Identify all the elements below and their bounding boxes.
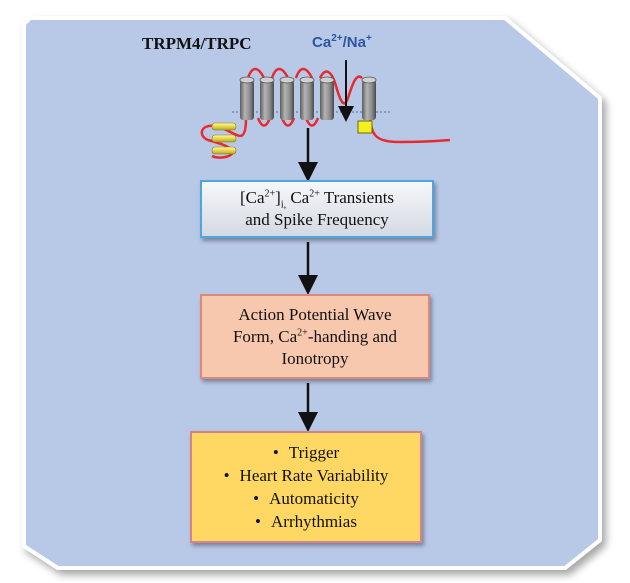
cytoplasmic-domains (211, 120, 373, 155)
channel-name: TRPM4/TRPC (142, 34, 252, 53)
list-item: Automaticity (224, 487, 389, 510)
box-outcomes: Trigger Heart Rate Variability Automatic… (190, 431, 422, 543)
box1-line2: and Spike Frequency (245, 210, 389, 229)
ion-label: Ca2+/Na+ (312, 33, 372, 52)
list-item: Heart Rate Variability (224, 464, 389, 487)
box2-line1: Action Potential Wave (238, 304, 392, 324)
list-item: Trigger (224, 441, 389, 464)
box-calcium-transients: [Ca2+]i, Ca2+ Transients and Spike Frequ… (200, 180, 434, 238)
box2-line3: Ionotropy (281, 348, 349, 368)
channel-tail (368, 117, 451, 144)
box1-line1: [Ca2+]i, Ca2+ Transients (239, 188, 395, 211)
list-item: Arrhythmias (224, 510, 389, 533)
outcome-list: Trigger Heart Rate Variability Automatic… (224, 441, 389, 533)
transmembrane-helices (239, 76, 377, 120)
channel-loop-top (246, 67, 363, 105)
channel-loop-bottom (256, 117, 320, 127)
box-action-potential: Action Potential Wave Form, Ca2+-handing… (200, 294, 430, 379)
box2-line2: Form, Ca2+-handing and (232, 326, 398, 346)
